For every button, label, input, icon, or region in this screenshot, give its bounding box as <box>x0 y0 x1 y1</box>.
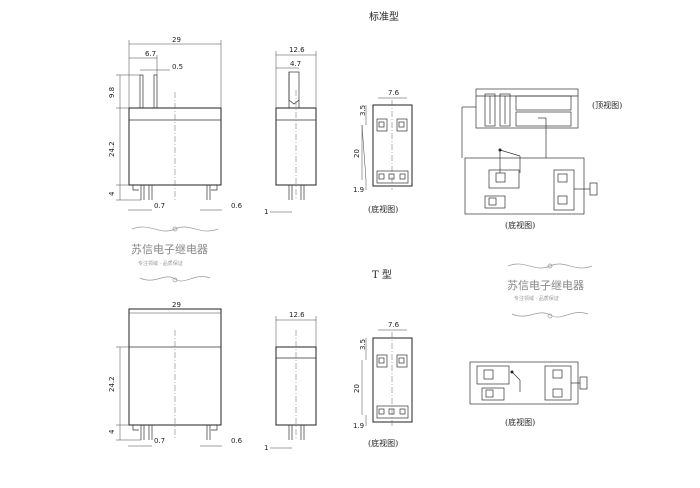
dim-pin-thick-right: 0.6 <box>231 202 243 210</box>
t-type-front-view <box>116 308 222 447</box>
dim-pin-height: 9.8 <box>108 87 116 98</box>
standard-bottom-view <box>361 97 413 190</box>
standard-front-view <box>116 40 222 211</box>
dim-pin-offset: 6.7 <box>145 50 156 58</box>
standard-side-view <box>270 51 317 213</box>
t-dim-pin-thick-right: 0.6 <box>231 437 243 445</box>
t-dim-side-pin: 1 <box>264 444 268 452</box>
standard-bottom-schematic <box>464 148 598 215</box>
t-dim-body-height: 24.2 <box>108 376 116 392</box>
dim-side-width: 12.6 <box>289 46 305 54</box>
caption-bottom-view-1: (底视图) <box>368 204 398 214</box>
dim-bottom-spacing: 7.6 <box>388 89 400 97</box>
t-type-side-view <box>270 316 317 449</box>
watermark-name-1: 苏信电子继电器 <box>131 243 208 256</box>
t-dim-bottom-top: 3.5 <box>359 339 367 350</box>
t-type-bottom-view <box>361 329 413 426</box>
t-dim-width: 29 <box>172 301 181 309</box>
dim-side-pin: 1 <box>264 208 268 216</box>
t-dim-side-width: 12.6 <box>289 311 305 319</box>
dim-width: 29 <box>172 36 181 44</box>
watermark-ornament-bottom-2 <box>511 312 589 319</box>
watermark-tagline-1: 专注领域 · 品质保证 <box>138 260 183 267</box>
watermark-ornament-top-1 <box>131 226 219 232</box>
dim-standoff: 4 <box>108 191 116 196</box>
dim-bottom-len: 20 <box>353 149 361 158</box>
dim-bottom-top: 3.5 <box>359 105 367 116</box>
t-dim-standoff: 4 <box>108 429 116 434</box>
title-standard: 标准型 <box>369 10 399 23</box>
t-dim-bottom-len: 20 <box>353 384 361 393</box>
dim-side-offset: 4.7 <box>290 60 301 68</box>
dim-body-height: 24.2 <box>108 141 116 157</box>
caption-bottom-view-3: (底视图) <box>368 438 398 448</box>
watermark-ornament-top-2 <box>507 263 593 269</box>
dim-pin-thick-left: 0.7 <box>154 202 165 210</box>
dim-bottom-edge: 1.9 <box>353 186 364 194</box>
t-dim-bottom-spacing: 7.6 <box>388 321 400 329</box>
caption-bottom-view-4: (底视图) <box>505 417 535 427</box>
t-dim-pin-thick-left: 0.7 <box>154 437 165 445</box>
watermark-ornament-bottom-1 <box>139 276 211 283</box>
standard-top-view-schematic <box>461 88 579 158</box>
t-dim-bottom-edge: 1.9 <box>353 422 364 430</box>
watermark-tagline-2: 专注领域 · 品质保证 <box>514 295 559 302</box>
caption-bottom-view-2: (底视图) <box>505 220 535 230</box>
dim-pin-width: 0.5 <box>172 63 183 71</box>
t-type-bottom-schematic <box>469 361 588 405</box>
title-t-type: T 型 <box>372 268 392 281</box>
caption-top-view: (顶视图) <box>592 100 622 110</box>
watermark-name-2: 苏信电子继电器 <box>507 279 584 292</box>
